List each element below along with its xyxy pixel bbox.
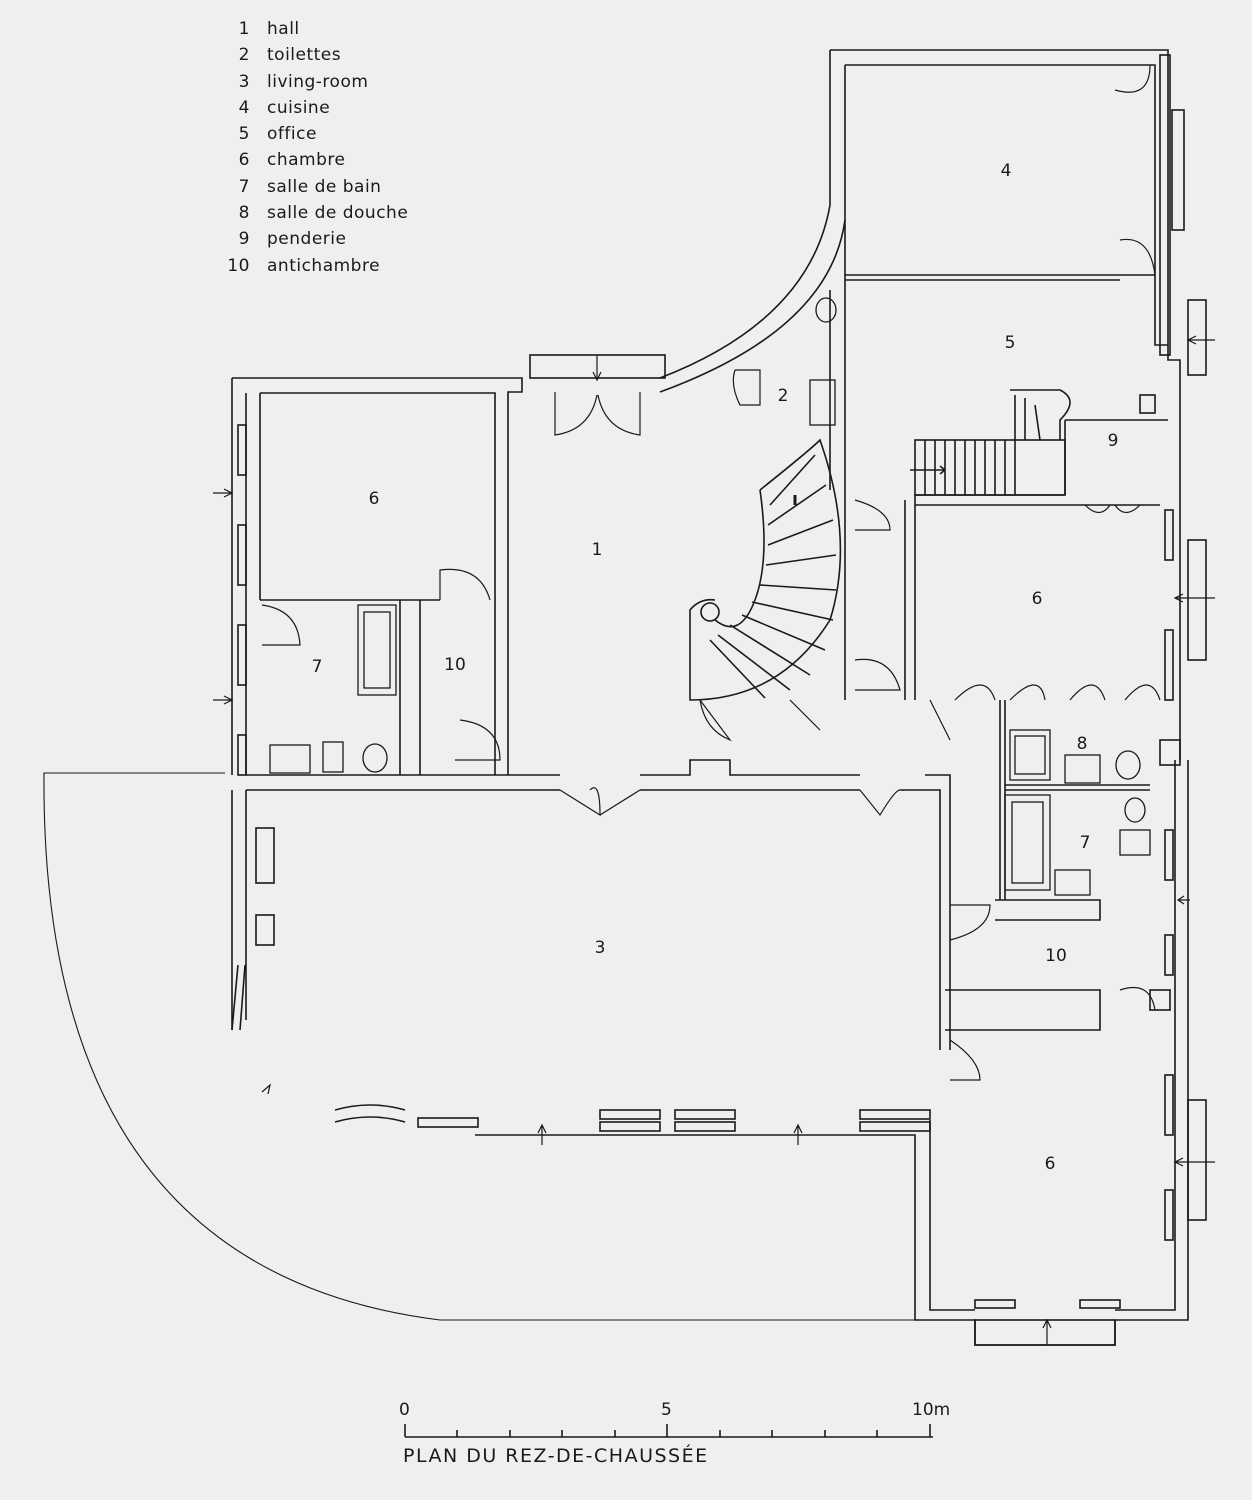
legend-number: 10 — [227, 255, 250, 276]
legend-number: 1 — [238, 19, 250, 39]
legend-number: 3 — [238, 71, 250, 92]
legend-label: antichambre — [267, 255, 381, 276]
legend-number: 2 — [238, 45, 250, 66]
legend-item: 6 chambre — [200, 147, 408, 173]
legend-label: toilettes — [267, 45, 342, 66]
room-label-cuisine: 4 — [1000, 161, 1012, 181]
interior-walls — [246, 220, 1168, 1050]
room-label-toilettes: 2 — [777, 386, 789, 406]
legend-item: 8 salle de douche — [200, 200, 408, 226]
legend-item: 9 penderie — [200, 226, 408, 252]
room-label-chambre: 6 — [1044, 1154, 1056, 1174]
spiral-staircase — [689, 438, 842, 701]
legend-label: office — [267, 124, 317, 145]
legend-item: 3 living-room — [200, 69, 408, 95]
terrace-outline — [43, 772, 915, 1321]
legend-item: 1 hall — [200, 16, 408, 42]
room-label-office: 5 — [1004, 333, 1016, 353]
legend-number: 7 — [238, 176, 250, 197]
scale-bar — [404, 1424, 933, 1438]
room-label-living-room: 3 — [594, 938, 606, 958]
scale-label-zero: 0 — [399, 1400, 410, 1420]
legend-label: salle de douche — [267, 203, 409, 224]
legend-label: penderie — [267, 229, 347, 250]
window-marks — [231, 54, 1207, 1309]
legend-label: hall — [267, 19, 300, 39]
room-label-penderie: 9 — [1107, 431, 1119, 451]
room-label-salle-de-bain: 7 — [311, 657, 323, 677]
legend-number: 6 — [238, 150, 250, 171]
room-label-salle-de-douche: 8 — [1076, 734, 1088, 754]
legend-label: cuisine — [267, 97, 331, 118]
legend-number: 9 — [238, 229, 250, 250]
scale-label-ten: 10m — [912, 1400, 951, 1420]
legend-number: 8 — [238, 203, 250, 224]
door-swings — [261, 64, 1161, 1081]
room-label-salle-de-bain: 7 — [1079, 833, 1091, 853]
legend-label: salle de bain — [267, 176, 382, 197]
room-label-chambre: 6 — [368, 489, 380, 509]
room-label-chambre: 6 — [1031, 589, 1043, 609]
legend-item: 4 cuisine — [200, 95, 408, 121]
legend-label: chambre — [267, 150, 346, 171]
legend-item: 10 antichambre — [200, 253, 408, 279]
room-legend: 1 hall 2 toilettes 3 living-room 4 cuisine 5… — [200, 16, 408, 279]
room-label-antichambre: 10 — [444, 655, 466, 675]
scale-label-five: 5 — [661, 1400, 672, 1420]
legend-label: living-room — [267, 71, 369, 92]
straight-staircase — [910, 389, 1071, 496]
legend-item: 7 salle de bain — [200, 174, 408, 200]
fixtures — [269, 297, 1151, 896]
entry-arrows — [213, 335, 1215, 1345]
outer-walls — [231, 49, 1189, 1346]
plan-title: PLAN DU REZ-DE-CHAUSSÉE — [403, 1445, 709, 1467]
room-label-hall: 1 — [591, 540, 603, 560]
legend-item: 5 office — [200, 121, 408, 147]
legend-number: 4 — [238, 97, 250, 118]
room-label-antichambre: 10 — [1045, 946, 1067, 966]
legend-number: 5 — [238, 124, 250, 145]
legend-item: 2 toilettes — [200, 42, 408, 68]
